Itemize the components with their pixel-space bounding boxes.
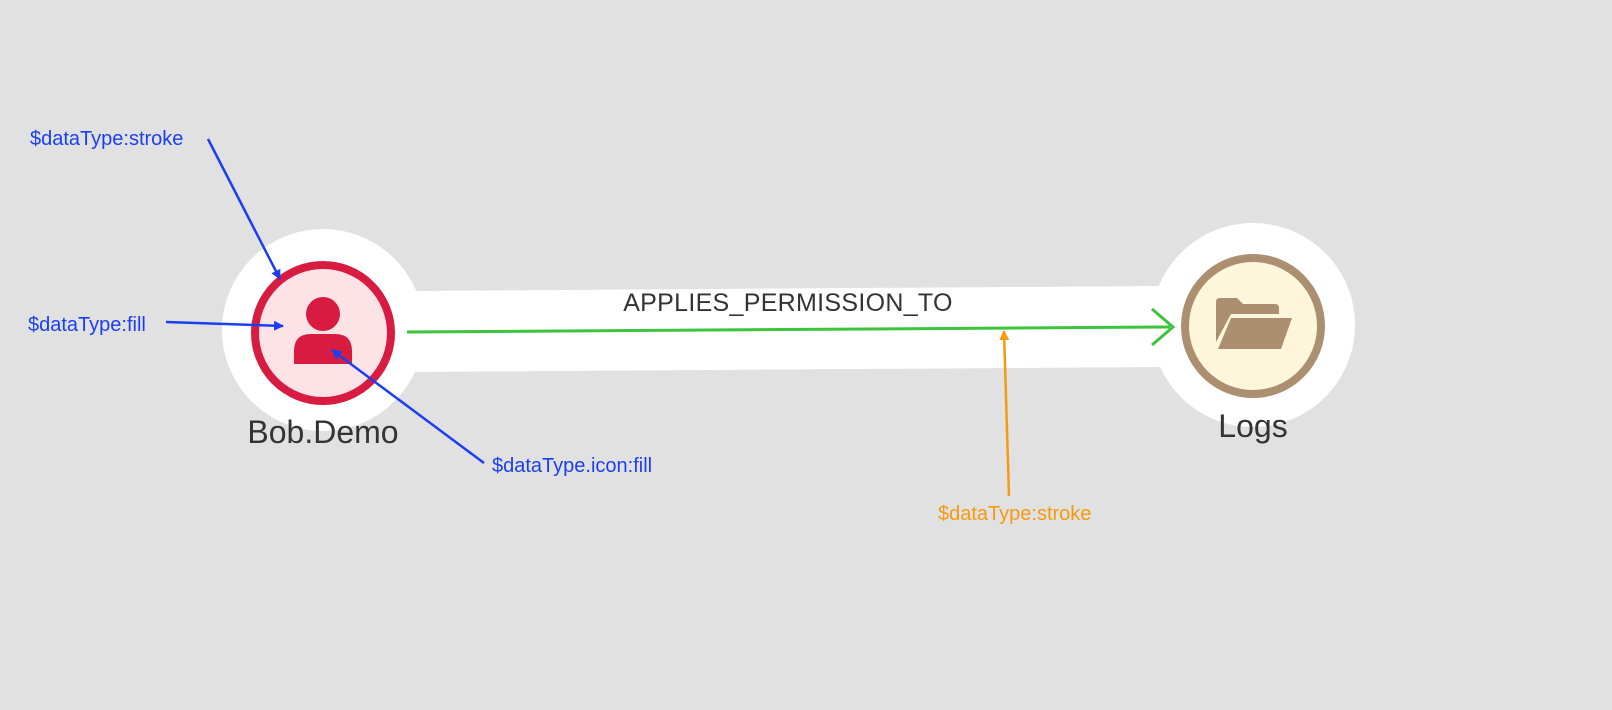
annotation-user-fill: $dataType:fill: [28, 314, 284, 336]
annotation-arrow: [331, 348, 485, 465]
user-node-circle[interactable]: [251, 261, 395, 405]
folder-open-icon: [1216, 298, 1292, 349]
user-node-label: Bob.Demo: [247, 414, 398, 450]
edge-label: APPLIES_PERMISSION_TO: [623, 289, 953, 317]
annotation-user-icon-fill: $dataType.icon:fill: [331, 348, 652, 477]
annotation-label: $dataType.icon:fill: [492, 455, 652, 477]
folder-node-label: Logs: [1218, 408, 1287, 444]
annotation-arrow: [999, 330, 1011, 497]
annotation-label: $dataType:stroke: [30, 128, 183, 150]
relationship-edge[interactable]: APPLIES_PERMISSION_TO: [406, 289, 1176, 347]
annotation-edge-stroke: $dataType:stroke: [938, 330, 1091, 525]
edge-line[interactable]: [406, 325, 1171, 334]
annotation-label: $dataType:fill: [28, 314, 146, 336]
annotation-arrow: [206, 138, 282, 280]
user-node[interactable]: Bob.Demo: [247, 261, 399, 450]
annotation-label: $dataType:stroke: [938, 503, 1091, 525]
edge-arrowhead: [1151, 307, 1176, 347]
annotation-arrow: [165, 320, 284, 331]
folder-node[interactable]: Logs: [1181, 254, 1325, 444]
annotation-user-stroke: $dataType:stroke: [30, 128, 282, 280]
